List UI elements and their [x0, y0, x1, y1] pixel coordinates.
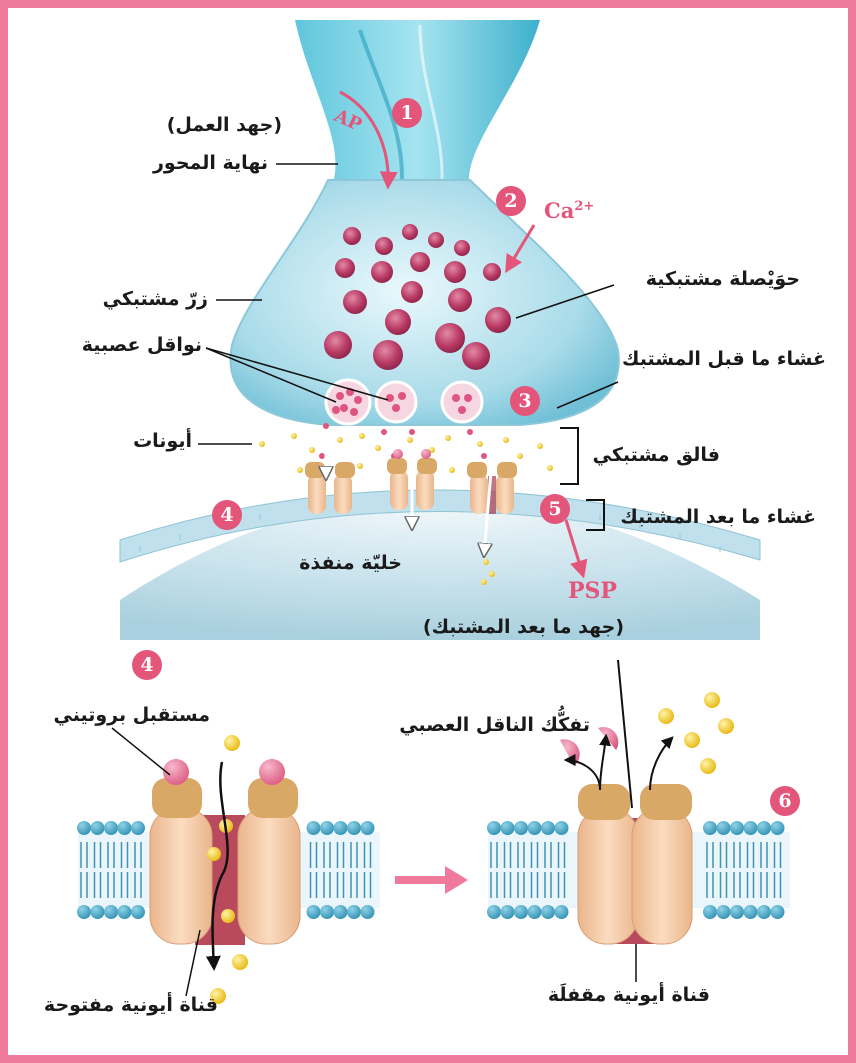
- label-psp: PSP: [568, 578, 617, 604]
- ap-arrow: [339, 90, 398, 190]
- step-badge-1: 1: [392, 98, 422, 128]
- psp-arrow: [564, 519, 588, 579]
- postsynaptic-membrane-texture: [139, 514, 721, 552]
- top-receptors: [305, 449, 517, 514]
- label-postsynaptic-potential: (جهد ما بعد المشتبك): [422, 616, 624, 638]
- transition-arrow: [395, 866, 468, 894]
- ca-arrow: [505, 224, 536, 274]
- label-synaptic-cleft: فالق مشتبكي: [592, 444, 720, 466]
- fusing-vesicles: [324, 378, 484, 426]
- label-effector-cell: خليّة منفذة: [299, 552, 402, 574]
- label-synaptic-knob: زرّ مشتبكي: [102, 288, 208, 310]
- ion-flow-arrow: [205, 761, 229, 971]
- label-ca: Ca: [544, 198, 575, 223]
- cleft-bracket: [560, 427, 579, 485]
- label-neurotransmitters: نواقل عصبية: [81, 334, 202, 356]
- closed-channel-protein: [577, 784, 693, 945]
- postsynaptic-membrane: [119, 489, 761, 563]
- label-action-potential: (جهد العمل): [166, 114, 282, 136]
- cleft-neurotransmitters: [319, 423, 487, 459]
- closed-channel-heads: [487, 821, 785, 919]
- step-badge-2: 2: [496, 186, 526, 216]
- label-axon-terminal: نهاية المحور: [152, 152, 268, 174]
- label-open-channel: قناة أيونية مفتوحة: [43, 994, 218, 1016]
- step-badge-4-detail: 4: [132, 650, 162, 680]
- cleft-ions: [259, 433, 553, 585]
- open-channel-heads: [77, 821, 375, 919]
- label-presynaptic-membrane: غشاء ما قبل المشتبك: [622, 348, 826, 370]
- label-neurotransmitter-dissociation: تفكُّك الناقل العصبي: [399, 714, 590, 736]
- step-badge-6: 6: [770, 786, 800, 816]
- postsynaptic-bracket: [586, 499, 605, 531]
- label-synaptic-vesicle: حوَيْصلة مشتبكية: [645, 268, 800, 290]
- step-badge-4: 4: [212, 500, 242, 530]
- label-ca-charge: 2+: [574, 199, 595, 214]
- step-badge-3: 3: [510, 386, 540, 416]
- label-protein-receptor: مستقبل بروتيني: [53, 704, 211, 726]
- synaptic-knob: [229, 179, 620, 426]
- label-calcium: Ca2+: [544, 200, 594, 221]
- label-postsynaptic-membrane: غشاء ما بعد المشتبك: [620, 506, 816, 528]
- released-ions: [658, 692, 734, 774]
- step-badge-5: 5: [540, 494, 570, 524]
- effector-cell-body: [120, 497, 760, 640]
- open-channel-protein: [149, 759, 301, 945]
- label-closed-channel: قناة أيونية مقفلَة: [547, 984, 710, 1006]
- leader-lines: [198, 163, 619, 445]
- synaptic-vesicles: [324, 224, 511, 370]
- label-ions: أيونات: [133, 430, 192, 452]
